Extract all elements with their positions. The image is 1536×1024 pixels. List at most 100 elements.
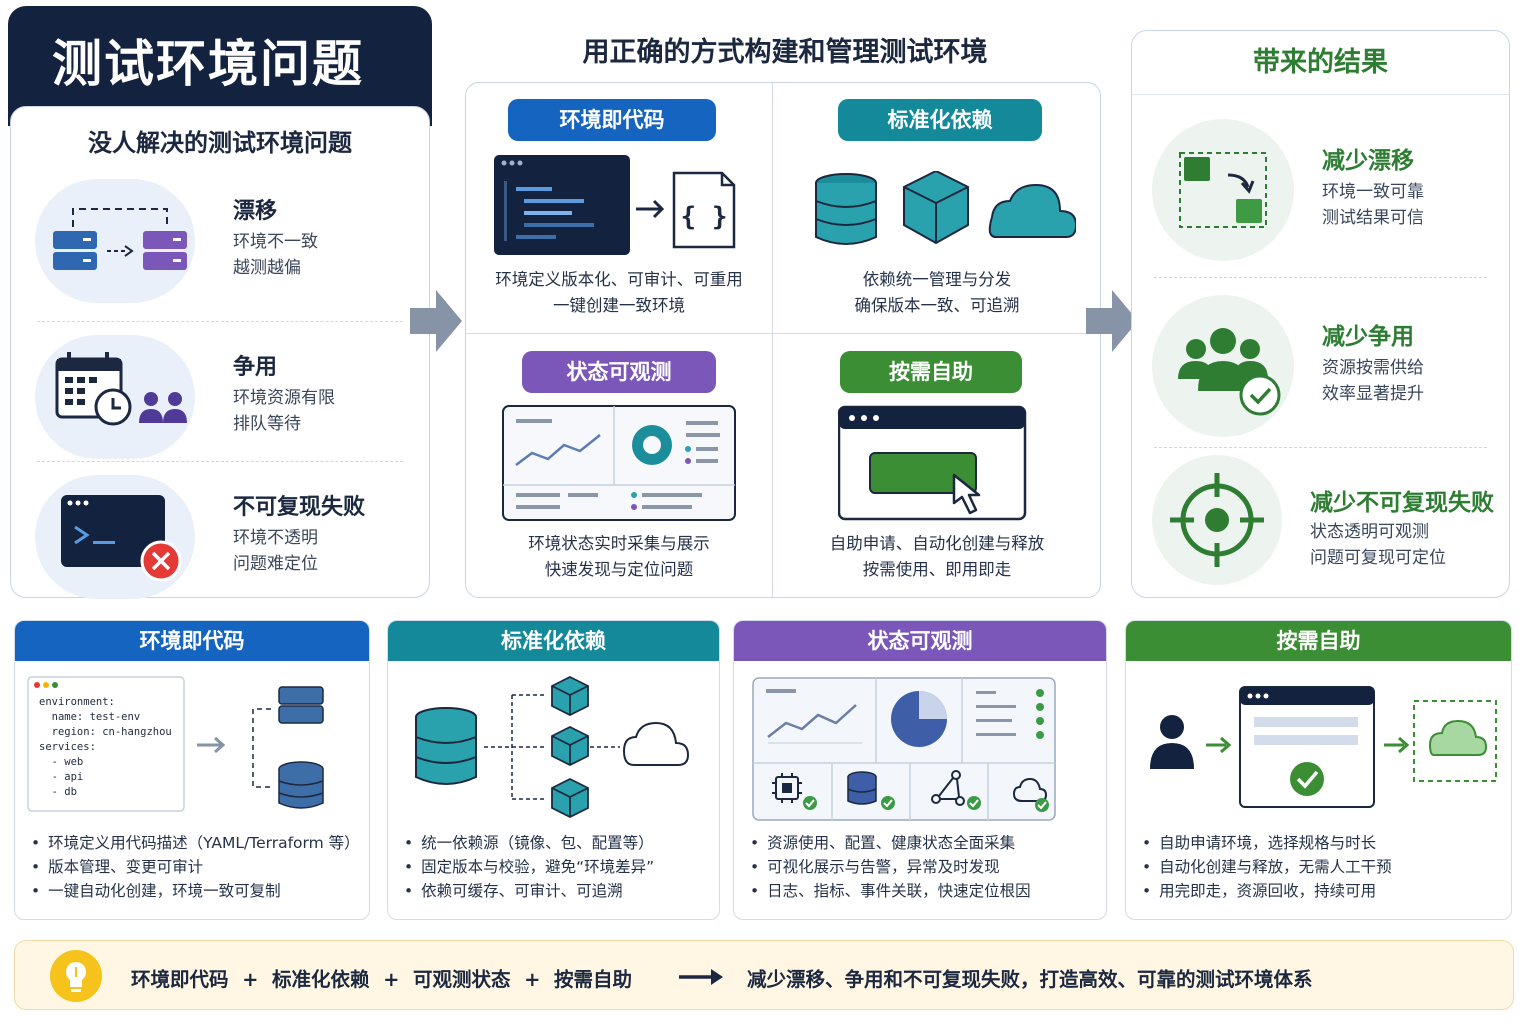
detail-card-title: 环境即代码 (15, 621, 369, 661)
summary-formula: 环境即代码 + 标准化依赖 + 可观测状态 + 按需自助 (131, 968, 632, 991)
problem-desc-line: 问题难定位 (233, 554, 318, 574)
bullet-item: 资源使用、配置、健康状态全面采集 (750, 831, 1031, 855)
lightbulb-icon (50, 950, 102, 1002)
divider (1154, 277, 1487, 278)
result-title: 减少不可复现失败 (1310, 490, 1494, 516)
bullet-item: 固定版本与校验，避免“环境差异” (404, 855, 654, 879)
problem-desc-line: 环境资源有限 (233, 388, 335, 408)
svg-text:{ }: { } (681, 202, 728, 232)
bullet-item: 用完即走，资源回收，持续可用 (1142, 879, 1392, 903)
result-desc: 资源按需供给 效率显著提升 (1322, 355, 1424, 407)
bullet-item: 日志、指标、事件关联，快速定位根因 (750, 879, 1031, 903)
problems-title: 测试环境问题 (52, 35, 364, 93)
problem-desc-line: 环境不透明 (233, 528, 318, 548)
code-line: - api (39, 771, 83, 783)
detail-bullets: 自助申请环境，选择规格与时长 自动化创建与释放，无需人工干预 用完即走，资源回收… (1142, 831, 1392, 903)
result-desc-line: 资源按需供给 (1322, 358, 1424, 378)
problem-title: 不可复现失败 (233, 495, 366, 520)
quad-label-deps: 标准化依赖 (838, 99, 1042, 141)
detail-card-observe: 状态可观测 资源使用、配置、健康状态全面采集 可视化展示与告警，异常及时发现 日… (733, 620, 1107, 920)
quad-label-observe: 状态可观测 (522, 351, 716, 393)
divider (466, 333, 1100, 334)
problem-desc: 环境不一致 越测越偏 (233, 229, 318, 281)
bullet-item: 统一依赖源（镜像、包、配置等） (404, 831, 654, 855)
problem-desc: 环境不透明 问题难定位 (233, 525, 318, 577)
result-title: 减少漂移 (1322, 148, 1414, 174)
result-desc: 环境一致可靠 测试结果可信 (1322, 179, 1424, 231)
quad-desc-line: 环境状态实时采集与展示 (528, 534, 710, 553)
result-desc-line: 问题可复现可定位 (1310, 548, 1446, 568)
problems-card: 没人解决的测试环境问题 漂移 环境不一致 越测越偏 (10, 106, 430, 599)
quad-label-iac: 环境即代码 (508, 99, 716, 141)
problems-subtitle: 没人解决的测试环境问题 (88, 129, 352, 157)
code-line: services: (39, 741, 96, 753)
result-desc-line: 测试结果可信 (1322, 208, 1424, 228)
problem-title: 漂移 (233, 199, 278, 224)
quad-desc-line: 按需使用、即用即走 (862, 560, 1012, 579)
detail-card-title: 标准化依赖 (388, 621, 719, 661)
users-check-icon (1152, 295, 1294, 437)
summary-outcome: 减少漂移、争用和不可复现失败，打造高效、可靠的测试环境体系 (747, 968, 1313, 991)
code-line: region: cn-hangzhou (39, 726, 172, 738)
divider (772, 83, 773, 597)
quad-desc-line: 依赖统一管理与分发 (862, 270, 1012, 289)
terminal-error-icon (35, 475, 195, 599)
result-desc-line: 效率显著提升 (1322, 384, 1424, 404)
result-desc: 状态透明可观测 问题可复现可定位 (1310, 519, 1446, 571)
quad-desc-line: 自助申请、自动化创建与释放 (829, 534, 1045, 553)
arrow-right-icon (679, 969, 723, 985)
dependency-graph-icon (415, 675, 690, 819)
quad-label-selfservice: 按需自助 (840, 351, 1022, 393)
divider (1154, 447, 1487, 448)
flow-arrow-right (410, 290, 462, 352)
bullet-item: 可视化展示与告警，异常及时发现 (750, 855, 1031, 879)
divider (37, 461, 403, 462)
dependency-stack-icon (815, 171, 1076, 245)
code-line: - db (39, 786, 77, 798)
result-title: 减少争用 (1322, 324, 1414, 350)
target-icon (1152, 455, 1282, 585)
solutions-title: 用正确的方式构建和管理测试环境 (582, 37, 988, 68)
bullet-item: 自助申请环境，选择规格与时长 (1142, 831, 1392, 855)
solutions-card: 环境即代码 { } 环境定义版本化、可审计、可重用 一键创建一致环境 标准化依赖… (465, 82, 1101, 598)
detail-card-title: 按需自助 (1126, 621, 1511, 661)
problem-desc: 环境资源有限 排队等待 (233, 385, 335, 437)
quad-desc-selfservice: 自助申请、自动化创建与释放 按需使用、即用即走 (772, 531, 1102, 583)
divider (37, 321, 403, 322)
quad-desc-observe: 环境状态实时采集与展示 快速发现与定位问题 (466, 531, 772, 583)
problem-desc-line: 环境不一致 (233, 232, 318, 252)
detail-bullets: 资源使用、配置、健康状态全面采集 可视化展示与告警，异常及时发现 日志、指标、事… (750, 831, 1031, 903)
quad-desc-line: 环境定义版本化、可审计、可重用 (495, 270, 743, 289)
detail-bullets: 统一依赖源（镜像、包、配置等） 固定版本与校验，避免“环境差异” 依赖可缓存、可… (404, 831, 654, 903)
drift-reduce-icon (1152, 119, 1294, 261)
problem-desc-line: 越测越偏 (233, 258, 301, 278)
bullet-item: 环境定义用代码描述（YAML/Terraform 等） (31, 831, 360, 855)
code-line: environment: (39, 696, 115, 708)
results-panel: 带来的结果 减少漂移 环境一致可靠 测试结果可信 减少争用 资源按需供给 效率显… (1131, 30, 1510, 598)
result-desc-line: 状态透明可观测 (1310, 522, 1429, 542)
self-service-window-icon (838, 405, 1027, 521)
bullet-item: 版本管理、变更可审计 (31, 855, 360, 879)
servers-drift-icon (35, 179, 195, 303)
problem-item-unreproducible: 不可复现失败 环境不透明 问题难定位 (11, 475, 429, 615)
calendar-clock-users-icon (35, 335, 195, 459)
detail-card-selfservice: 按需自助 自助申请环境，选择规格与时长 自动化创建与释放，无需人工干预 用完即走… (1125, 620, 1512, 920)
problem-item-contention: 争用 环境资源有限 排队等待 (11, 335, 429, 475)
monitoring-dashboard-icon (752, 677, 1056, 821)
code-line: - web (39, 756, 83, 768)
code-editor-icon: { } (494, 155, 736, 255)
results-title: 带来的结果 (1132, 31, 1509, 95)
problems-panel: 测试环境问题 没人解决的测试环境问题 漂移 环境不一致 (8, 6, 432, 599)
bullet-item: 自动化创建与释放，无需人工干预 (1142, 855, 1392, 879)
quad-desc-line: 确保版本一致、可追溯 (854, 296, 1020, 315)
dashboard-icon (502, 405, 736, 521)
bullet-item: 依赖可缓存、可审计、可追溯 (404, 879, 654, 903)
code-line: name: test-env (39, 711, 140, 723)
quad-desc-iac: 环境定义版本化、可审计、可重用 一键创建一致环境 (466, 267, 772, 319)
bullet-item: 一键自动化创建，环境一致可复制 (31, 879, 360, 903)
detail-bullets: 环境定义用代码描述（YAML/Terraform 等） 版本管理、变更可审计 一… (31, 831, 360, 903)
problem-title: 争用 (233, 355, 278, 380)
problem-item-drift: 漂移 环境不一致 越测越偏 (11, 179, 429, 319)
quad-desc-line: 快速发现与定位问题 (544, 560, 694, 579)
yaml-config-icon: environment: name: test-env region: cn-h… (27, 676, 324, 812)
